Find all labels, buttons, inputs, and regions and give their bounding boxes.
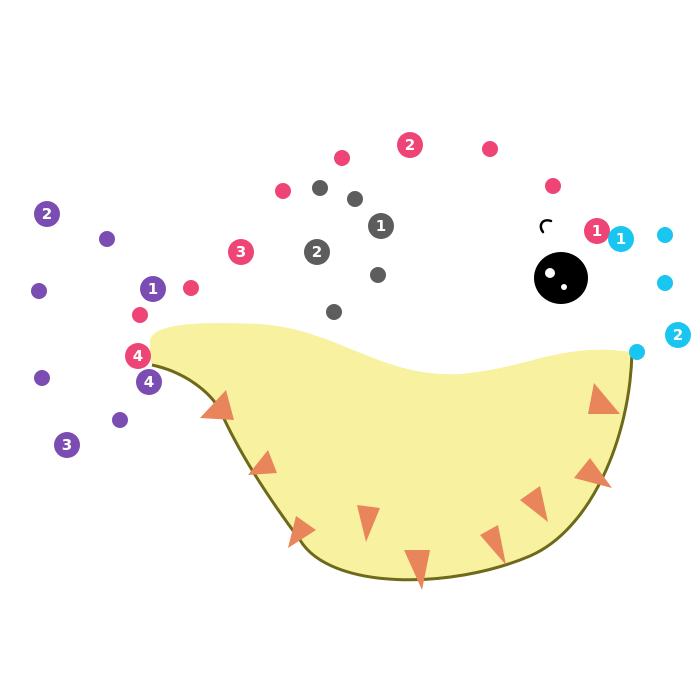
- numbered-dot-pink-4[interactable]: 4: [125, 343, 151, 369]
- spike-icon: [200, 390, 234, 420]
- dot[interactable]: [99, 231, 115, 247]
- dot[interactable]: [545, 178, 561, 194]
- dot-number: 4: [133, 347, 143, 365]
- numbered-dot-purple-4[interactable]: 4: [136, 369, 162, 395]
- creature-body: [150, 323, 632, 580]
- dot-number: 1: [148, 280, 158, 298]
- numbered-dot-pink-2[interactable]: 2: [397, 132, 423, 158]
- numbered-dot-purple-1[interactable]: 1: [140, 276, 166, 302]
- dot-number: 2: [405, 136, 415, 154]
- numbered-dot-pink-1[interactable]: 1: [584, 218, 610, 244]
- dot[interactable]: [347, 191, 363, 207]
- dot[interactable]: [312, 180, 328, 196]
- eye-icon: [534, 252, 588, 304]
- spike-icon: [574, 458, 612, 488]
- purple-dots: 1 2 3 4: [31, 201, 166, 458]
- dot-number: 3: [236, 243, 246, 261]
- dot[interactable]: [334, 150, 350, 166]
- dot-number: 2: [673, 326, 683, 344]
- spike-icon: [404, 550, 430, 590]
- spike-icon: [357, 505, 380, 542]
- numbered-dot-gray-2[interactable]: 2: [304, 239, 330, 265]
- dot-number: 3: [62, 436, 72, 454]
- dot[interactable]: [34, 370, 50, 386]
- spike-icon: [520, 486, 548, 522]
- dot-number: 4: [144, 373, 154, 391]
- dot[interactable]: [629, 344, 645, 360]
- dot[interactable]: [370, 267, 386, 283]
- dot[interactable]: [326, 304, 342, 320]
- numbered-dot-purple-3[interactable]: 3: [54, 432, 80, 458]
- numbered-dot-purple-2[interactable]: 2: [34, 201, 60, 227]
- numbered-dot-cyan-2[interactable]: 2: [665, 322, 691, 348]
- spike-icon: [480, 525, 506, 565]
- pink-dots: 1 2 3 4: [125, 132, 610, 369]
- cyan-dots: 1 2: [608, 226, 691, 360]
- dot[interactable]: [657, 227, 673, 243]
- dot-number: 1: [616, 230, 626, 248]
- numbered-dot-cyan-1[interactable]: 1: [608, 226, 634, 252]
- dot[interactable]: [112, 412, 128, 428]
- numbered-dot-gray-1[interactable]: 1: [368, 213, 394, 239]
- dot[interactable]: [31, 283, 47, 299]
- dot-number: 1: [592, 222, 602, 240]
- eyebrow-icon: [539, 219, 553, 234]
- dot-number: 2: [312, 243, 322, 261]
- spike-icon: [588, 383, 620, 414]
- gray-dots: 1 2: [304, 180, 394, 320]
- dot[interactable]: [657, 275, 673, 291]
- dot[interactable]: [482, 141, 498, 157]
- dot-number: 1: [376, 217, 386, 235]
- spike-icon: [248, 450, 277, 475]
- numbered-dot-pink-3[interactable]: 3: [228, 239, 254, 265]
- spikes: [200, 383, 620, 590]
- spike-icon: [288, 516, 316, 548]
- dot[interactable]: [275, 183, 291, 199]
- dot-number: 2: [42, 205, 52, 223]
- dot[interactable]: [132, 307, 148, 323]
- dot[interactable]: [183, 280, 199, 296]
